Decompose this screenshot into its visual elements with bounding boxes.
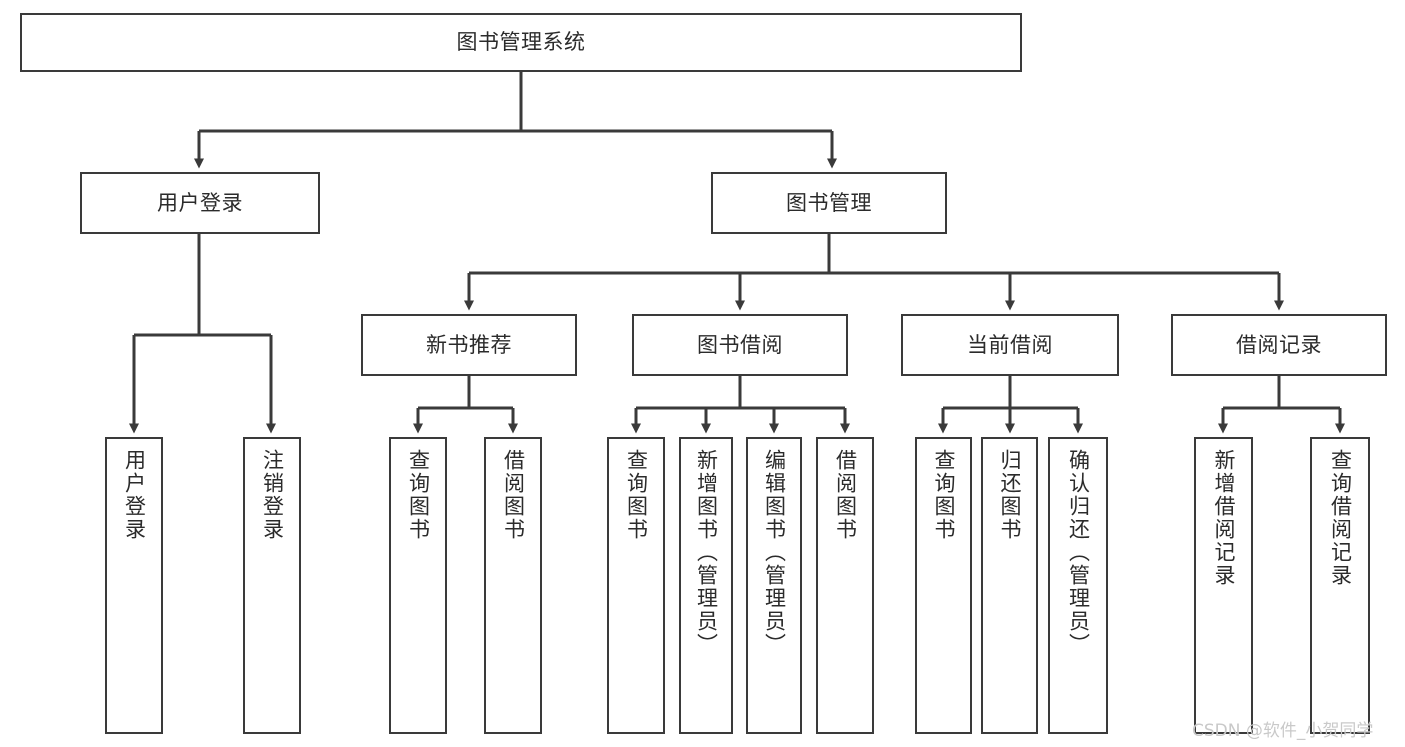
node-label: 图书管理 — [786, 190, 872, 215]
node-label: 新增图书（管理员） — [694, 449, 719, 656]
node-label: 图书借阅 — [697, 332, 783, 357]
leaf-current-borrow-confirm-return-admin[interactable]: 确认归还（管理员） — [1048, 437, 1108, 734]
node-book-borrow[interactable]: 图书借阅 — [632, 314, 848, 376]
node-label: 查询图书 — [624, 449, 649, 541]
node-root-book-management-system[interactable]: 图书管理系统 — [20, 13, 1022, 72]
leaf-book-borrow-borrow-book[interactable]: 借阅图书 — [816, 437, 874, 734]
node-user-login[interactable]: 用户登录 — [80, 172, 320, 234]
leaf-book-borrow-edit-book-admin[interactable]: 编辑图书（管理员） — [746, 437, 802, 734]
node-label: 注销登录 — [260, 449, 285, 541]
leaf-borrow-record-add-record[interactable]: 新增借阅记录 — [1194, 437, 1253, 734]
node-label: 归还图书 — [998, 449, 1022, 541]
leaf-current-borrow-query-book[interactable]: 查询图书 — [915, 437, 972, 734]
node-label: 确认归还（管理员） — [1066, 449, 1091, 656]
leaf-new-book-borrow-book[interactable]: 借阅图书 — [484, 437, 542, 734]
leaf-user-login-user-login[interactable]: 用户登录 — [105, 437, 163, 734]
node-label: 查询借阅记录 — [1328, 449, 1353, 587]
leaf-user-login-logout[interactable]: 注销登录 — [243, 437, 301, 734]
node-new-book-recommend[interactable]: 新书推荐 — [361, 314, 577, 376]
leaf-book-borrow-add-book-admin[interactable]: 新增图书（管理员） — [679, 437, 733, 734]
leaf-borrow-record-query-record[interactable]: 查询借阅记录 — [1310, 437, 1370, 734]
node-label: 当前借阅 — [967, 332, 1053, 357]
node-label: 图书管理系统 — [456, 30, 586, 55]
leaf-current-borrow-return-book[interactable]: 归还图书 — [981, 437, 1038, 734]
node-label: 编辑图书（管理员） — [762, 449, 787, 656]
node-label: 借阅图书 — [833, 449, 858, 541]
node-label: 用户登录 — [122, 449, 147, 541]
node-current-borrow[interactable]: 当前借阅 — [901, 314, 1119, 376]
node-borrow-record[interactable]: 借阅记录 — [1171, 314, 1387, 376]
node-label: 用户登录 — [157, 190, 243, 215]
node-book-management[interactable]: 图书管理 — [711, 172, 947, 234]
leaf-book-borrow-query-book[interactable]: 查询图书 — [607, 437, 665, 734]
node-label: 新书推荐 — [426, 332, 512, 357]
node-label: 借阅记录 — [1236, 332, 1322, 357]
node-label: 新增借阅记录 — [1212, 449, 1236, 587]
node-label: 借阅图书 — [501, 449, 526, 541]
csdn-watermark: CSDN @软件_小贺同学 — [1192, 721, 1374, 741]
leaf-new-book-query-book[interactable]: 查询图书 — [389, 437, 447, 734]
node-label: 查询图书 — [932, 449, 956, 541]
node-label: 查询图书 — [406, 449, 431, 541]
